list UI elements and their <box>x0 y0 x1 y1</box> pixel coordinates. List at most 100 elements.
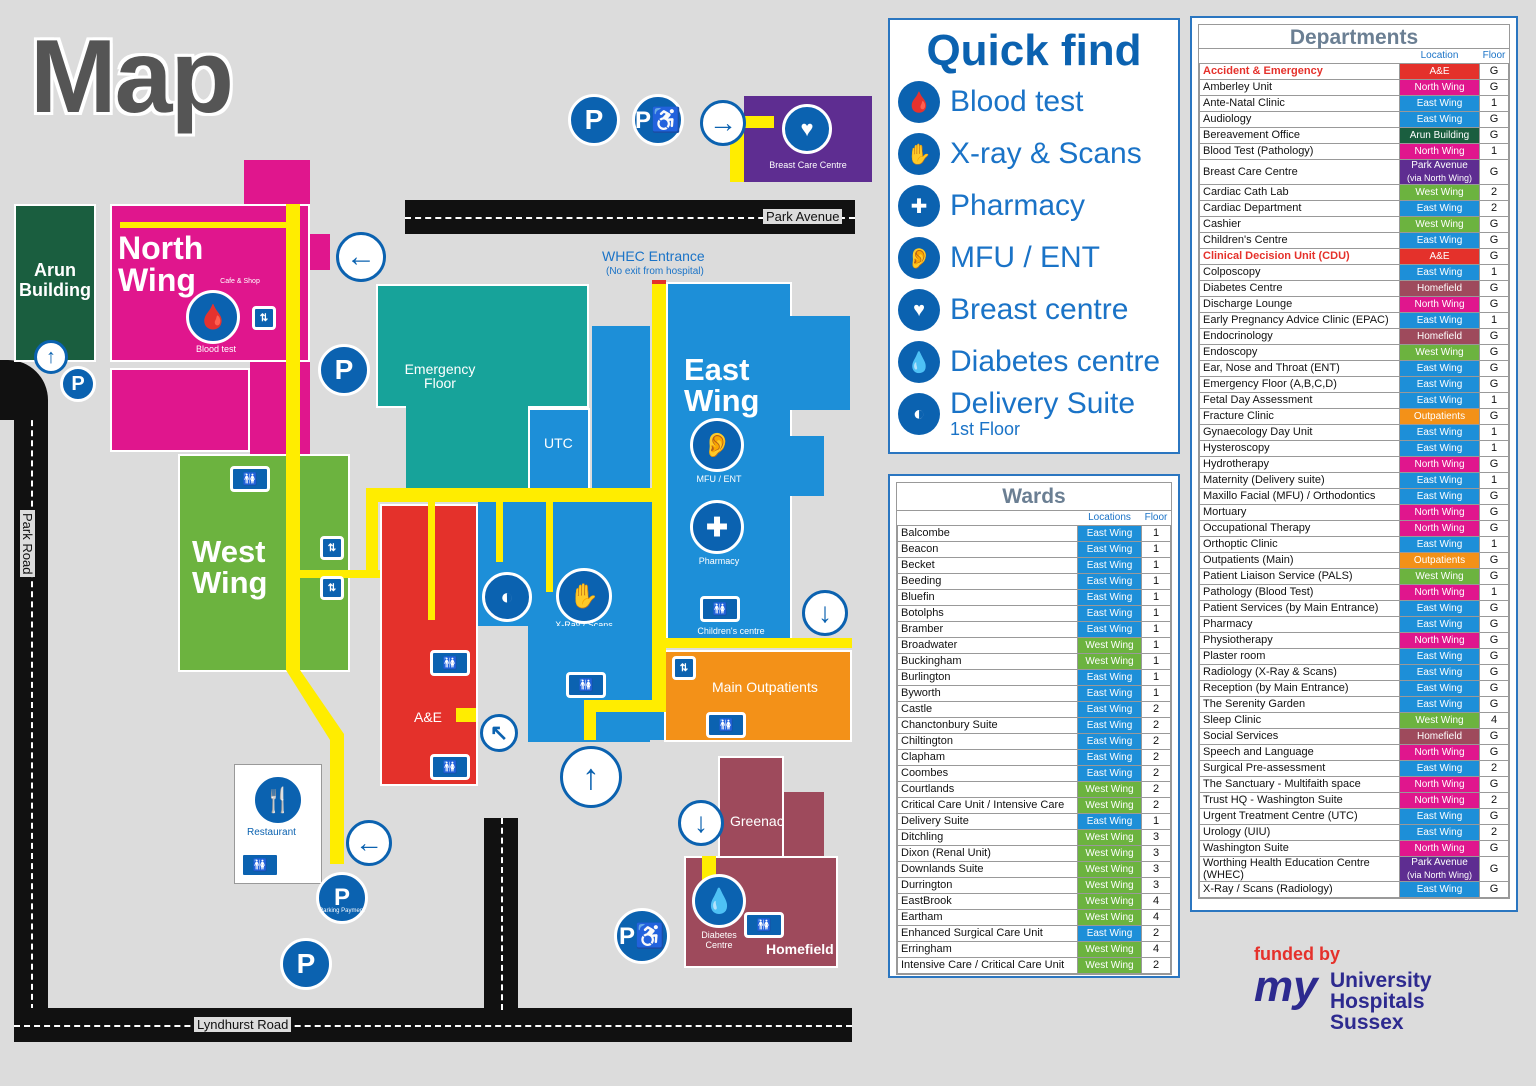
homefield-label: Homefield <box>766 941 834 957</box>
quick-find-label-wrap: X-ray & Scans <box>950 137 1142 171</box>
disabled-parking-icon[interactable]: P♿ <box>632 94 684 146</box>
parking-icon-north[interactable]: P <box>318 344 370 396</box>
quick-find-item[interactable]: ✚Pharmacy <box>890 180 1178 232</box>
parking-icon-south[interactable]: P <box>280 938 332 990</box>
utc[interactable]: UTC <box>528 408 590 490</box>
arun-building[interactable]: Arun Building <box>14 204 96 362</box>
quick-find-item[interactable]: ♥Breast centre <box>890 284 1178 336</box>
parking-icon-arun[interactable]: P <box>60 366 96 402</box>
emergency-floor[interactable]: Emergency Floor <box>376 284 589 408</box>
department-row[interactable]: Patient Services (by Main Entrance)East … <box>1199 599 1509 617</box>
disabled-parking-icon-homefield[interactable]: P♿ <box>614 908 670 964</box>
quick-find-item[interactable]: 👂MFU / ENT <box>890 232 1178 284</box>
greenacres[interactable]: Greenacres <box>718 756 803 868</box>
quick-find-item[interactable]: ✋X-ray & Scans <box>890 128 1178 180</box>
parking-payment-icon[interactable]: P <box>316 872 368 924</box>
quick-find-item[interactable]: 💧Diabetes centre <box>890 336 1178 388</box>
parking-icon[interactable]: P <box>568 94 620 146</box>
department-row[interactable]: Early Pregnancy Advice Clinic (EPAC)East… <box>1199 311 1509 329</box>
department-row[interactable]: Worthing Health Education Centre(WHEC)Pa… <box>1199 855 1509 882</box>
ward-location: East Wing <box>1077 668 1142 686</box>
quick-find-item[interactable]: 🩸Blood test <box>890 76 1178 128</box>
